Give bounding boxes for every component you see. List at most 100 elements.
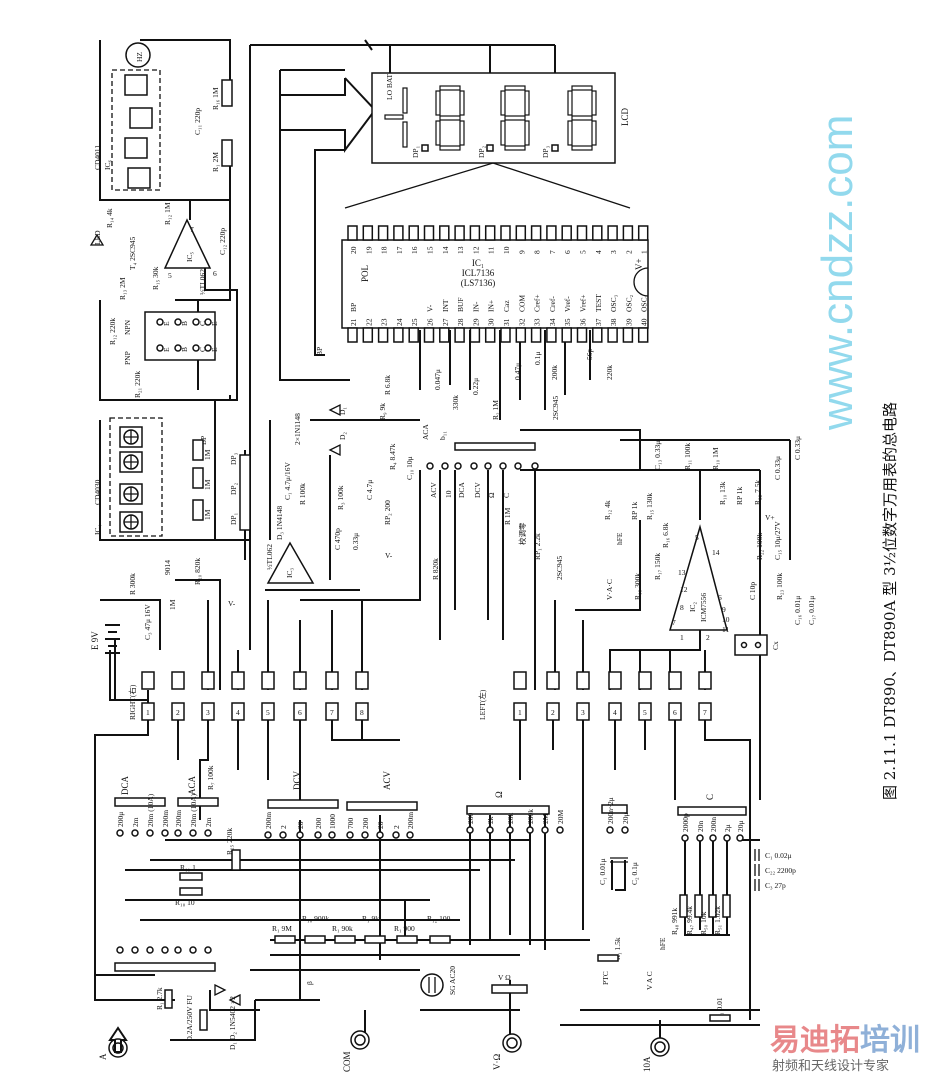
range-contact-dcv[interactable] bbox=[296, 831, 304, 839]
connector-top-pin[interactable] bbox=[355, 671, 369, 690]
range-contact-hfe_cap[interactable] bbox=[606, 826, 614, 834]
range-contact-acv[interactable] bbox=[392, 831, 400, 839]
range-contact-cap[interactable] bbox=[736, 834, 744, 842]
range-contact-dcv[interactable] bbox=[279, 831, 287, 839]
range-contact-dca[interactable] bbox=[131, 829, 139, 837]
range-contact-dca[interactable] bbox=[189, 829, 197, 837]
rotary-contact[interactable] bbox=[454, 462, 462, 470]
cap-range-capacitor bbox=[754, 849, 760, 861]
ic1-bottom-pin-number: 21 bbox=[349, 318, 358, 326]
connector-top-pin[interactable] bbox=[261, 671, 275, 690]
range-contact-dca[interactable] bbox=[174, 829, 182, 837]
connector-top-pin[interactable] bbox=[513, 671, 527, 690]
range-contact-dca[interactable] bbox=[146, 829, 154, 837]
rotary-contact[interactable] bbox=[484, 462, 492, 470]
connector-bottom-pin[interactable] bbox=[325, 702, 339, 721]
connector-bottom-pin[interactable] bbox=[546, 702, 560, 721]
hfe-socket-hole[interactable] bbox=[156, 318, 164, 326]
hfe-cap-bar[interactable] bbox=[601, 804, 628, 814]
acv-bar[interactable] bbox=[346, 801, 418, 811]
connector-bottom-pin[interactable] bbox=[293, 702, 307, 721]
range-contact-ohm[interactable] bbox=[506, 826, 514, 834]
range-contact-dca[interactable] bbox=[116, 829, 124, 837]
connector-top-pin[interactable] bbox=[576, 671, 590, 690]
range-contact-hfe_cap[interactable] bbox=[621, 826, 629, 834]
range-contact-acv[interactable] bbox=[376, 831, 384, 839]
connector-bottom-pin[interactable] bbox=[668, 702, 682, 721]
dca-bottom-contact[interactable] bbox=[116, 946, 124, 954]
range-contact-cap[interactable] bbox=[723, 834, 731, 842]
connector-top-pin[interactable] bbox=[171, 671, 185, 690]
dca-bar[interactable] bbox=[114, 797, 166, 807]
range-contact-ohm[interactable] bbox=[556, 826, 564, 834]
ohm-bar[interactable] bbox=[466, 805, 550, 815]
connector-top-pin[interactable] bbox=[231, 671, 245, 690]
range-contact-acv[interactable] bbox=[361, 831, 369, 839]
range-contact-dcv[interactable] bbox=[264, 831, 272, 839]
range-contact-dcv[interactable] bbox=[328, 831, 336, 839]
connector-top-pin[interactable] bbox=[201, 671, 215, 690]
rotary-contact[interactable] bbox=[514, 462, 522, 470]
connector-bottom-pin[interactable] bbox=[231, 702, 245, 721]
connector-bottom-pin[interactable] bbox=[261, 702, 275, 721]
connector-top-pin[interactable] bbox=[325, 671, 339, 690]
v-ohm-bar[interactable] bbox=[491, 984, 528, 994]
hfe-socket-hole[interactable] bbox=[174, 318, 182, 326]
hfe-socket-hole[interactable] bbox=[204, 344, 212, 352]
connector-bottom-pin[interactable] bbox=[698, 702, 712, 721]
hfe-socket-hole[interactable] bbox=[204, 318, 212, 326]
hfe-pin-label: E bbox=[162, 321, 171, 326]
connector-top-pin[interactable] bbox=[141, 671, 155, 690]
connector-bottom-pin[interactable] bbox=[513, 702, 527, 721]
connector-top-pin[interactable] bbox=[293, 671, 307, 690]
range-contact-ohm[interactable] bbox=[541, 826, 549, 834]
range-label-ohm: 20M bbox=[556, 810, 565, 825]
range-contact-dcv[interactable] bbox=[314, 831, 322, 839]
connector-top-pin[interactable] bbox=[668, 671, 682, 690]
rotary-contact[interactable] bbox=[499, 462, 507, 470]
connector-bottom-pin[interactable] bbox=[171, 702, 185, 721]
nand-gate-4 bbox=[127, 167, 151, 189]
aca-bar[interactable] bbox=[177, 797, 219, 807]
dca-bottom-contact[interactable] bbox=[131, 946, 139, 954]
connector-bottom-pin[interactable] bbox=[355, 702, 369, 721]
hfe-socket-hole[interactable] bbox=[156, 344, 164, 352]
rotary-contact[interactable] bbox=[426, 462, 434, 470]
dca-bottom-contact[interactable] bbox=[204, 946, 212, 954]
dca-bottom-contact[interactable] bbox=[189, 946, 197, 954]
dca-bottom-contact[interactable] bbox=[161, 946, 169, 954]
range-contact-ohm[interactable] bbox=[526, 826, 534, 834]
range-contact-acv[interactable] bbox=[346, 831, 354, 839]
dcv-bar[interactable] bbox=[267, 799, 339, 809]
rotary-contact[interactable] bbox=[441, 462, 449, 470]
rotary-contact[interactable] bbox=[470, 462, 478, 470]
connector-top-pin[interactable] bbox=[546, 671, 560, 690]
connector-top-pin[interactable] bbox=[638, 671, 652, 690]
connector-top-pin[interactable] bbox=[698, 671, 712, 690]
range-contact-acv[interactable] bbox=[406, 831, 414, 839]
cap-bar[interactable] bbox=[677, 806, 747, 816]
connector-bottom-pin[interactable] bbox=[141, 702, 155, 721]
range-contact-cap[interactable] bbox=[681, 834, 689, 842]
range-contact-ohm[interactable] bbox=[486, 826, 494, 834]
hfe-socket-hole[interactable] bbox=[174, 344, 182, 352]
cx-socket[interactable] bbox=[734, 634, 768, 656]
range-contact-cap[interactable] bbox=[696, 834, 704, 842]
switch-wiper[interactable] bbox=[454, 442, 536, 451]
range-contact-ohm[interactable] bbox=[466, 826, 474, 834]
dca-bottom-contact[interactable] bbox=[174, 946, 182, 954]
range-contact-dca[interactable] bbox=[204, 829, 212, 837]
hfe-socket-hole[interactable] bbox=[192, 318, 200, 326]
connector-bottom-pin[interactable] bbox=[638, 702, 652, 721]
connector-bottom-pin[interactable] bbox=[201, 702, 215, 721]
hfe-socket-hole[interactable] bbox=[192, 344, 200, 352]
range-contact-dca[interactable] bbox=[161, 829, 169, 837]
connector-top-pin[interactable] bbox=[608, 671, 622, 690]
range-contact-cap[interactable] bbox=[709, 834, 717, 842]
lower-bar[interactable] bbox=[114, 962, 216, 972]
dca-bottom-contact[interactable] bbox=[146, 946, 154, 954]
connector-bottom-pin[interactable] bbox=[576, 702, 590, 721]
connector-bottom-pin[interactable] bbox=[608, 702, 622, 721]
rotary-contact[interactable] bbox=[531, 462, 539, 470]
